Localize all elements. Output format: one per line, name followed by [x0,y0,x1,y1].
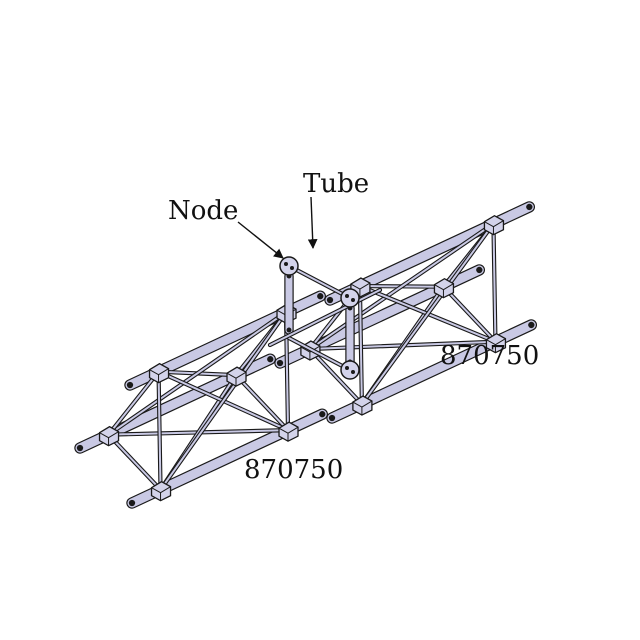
tube-label: Tube [303,169,369,199]
upper-truss-module [274,201,538,424]
clamp-block [483,214,505,236]
tube-end-cap [328,414,336,422]
clamp-block [278,421,299,442]
clamp-block [433,277,455,299]
part-number-lower: 870750 [244,455,343,485]
tube-end-cap [267,356,274,363]
tube-end-cap [276,359,284,367]
clamp-block [352,395,373,416]
node-top-right [340,288,360,308]
clamp-block [148,362,170,384]
clamp-block [485,332,507,354]
clamp-block [226,366,247,387]
node-leader-arrow [237,221,284,259]
node-bottom-right [340,360,360,380]
tube-end-cap [76,444,84,452]
center-connector-frame [267,256,383,380]
clamp-block [98,425,120,447]
tube-end-cap [286,327,292,333]
tube-end-cap [317,293,324,300]
tube-end-cap [476,266,483,274]
part-number-upper: 870750 [440,341,539,371]
tube-end-cap [126,381,134,389]
tube-end-cap [528,321,535,329]
node-label: Node [168,196,238,226]
tube-end-cap [128,499,136,507]
tube-end-cap [326,296,334,304]
tube-leader-arrow [307,196,318,249]
clamp-block [150,480,172,502]
node-top-left [279,256,299,276]
tube-end-cap [526,203,533,211]
tube-end-cap [319,411,326,418]
